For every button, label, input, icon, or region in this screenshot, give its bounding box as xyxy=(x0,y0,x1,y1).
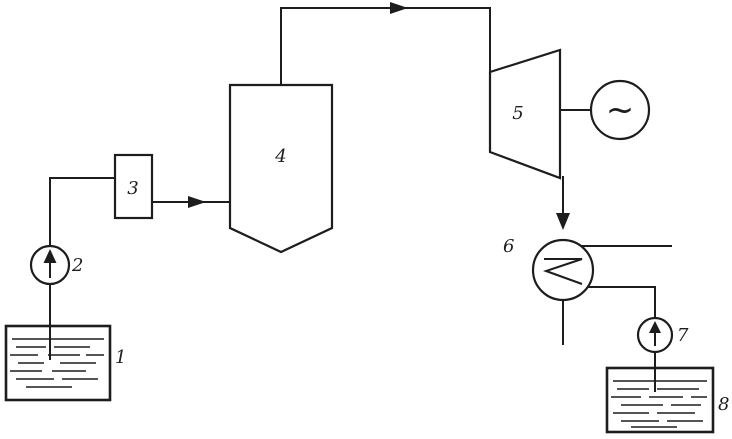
pump-up-arrow-icon xyxy=(649,321,661,333)
pump-up-arrow-icon xyxy=(43,249,57,263)
tank-left-shell xyxy=(4,324,112,402)
pump-left-body xyxy=(29,244,71,286)
heater-body xyxy=(113,153,154,220)
pump-right: 7 xyxy=(636,316,689,354)
pump-left-label: 2 xyxy=(71,255,83,276)
condenser-label: 6 xyxy=(503,236,514,257)
ac-sine-icon: ~ xyxy=(606,90,635,130)
tank-left: 1 xyxy=(4,324,126,402)
flow-arrow-exhaust-icon xyxy=(556,213,570,230)
flow-arrow-feed-icon xyxy=(188,196,206,208)
pump-left: 2 xyxy=(29,244,83,286)
generator: ~ xyxy=(560,79,651,141)
generator-body xyxy=(589,79,651,141)
turbine-body xyxy=(488,48,562,180)
pipe-pump7-to-condenser xyxy=(588,286,656,318)
flow-arrow-top-icon xyxy=(390,2,408,14)
condenser-body xyxy=(531,238,595,302)
heater-label: 3 xyxy=(127,178,138,199)
condenser: 6 xyxy=(503,236,595,302)
turbine: 5 xyxy=(488,48,562,180)
tank-left-water-icon xyxy=(10,338,104,388)
boiler-label: 4 xyxy=(274,146,286,167)
heater: 3 xyxy=(113,153,154,220)
tank-right-water-icon xyxy=(611,380,707,428)
tank-right-shell xyxy=(605,366,715,434)
pump-right-body xyxy=(636,316,674,354)
pump-right-label: 7 xyxy=(677,325,689,346)
tank-left-label: 1 xyxy=(115,347,126,368)
pipe-boiler-to-turbine xyxy=(280,7,491,85)
heat-exchanger-coil-icon xyxy=(542,258,583,285)
pipe-pump2-to-heater xyxy=(49,177,115,246)
tank-right-label: 8 xyxy=(718,394,729,415)
turbine-label: 5 xyxy=(512,103,523,124)
tank-right: 8 xyxy=(605,366,729,434)
boiler-body xyxy=(228,83,334,254)
boiler: 4 xyxy=(228,83,334,254)
